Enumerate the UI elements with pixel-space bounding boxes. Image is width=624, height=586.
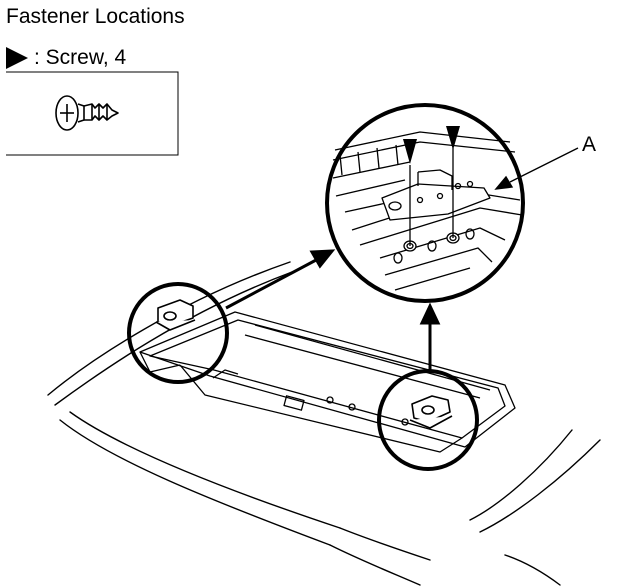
connection-arrows <box>225 249 441 372</box>
screw-arrows <box>403 126 460 164</box>
callout-label-a: A <box>582 133 597 156</box>
bracket-right <box>409 395 453 429</box>
fastener-legend: : Screw, 4 <box>6 45 126 71</box>
detail-circle-left <box>127 282 229 384</box>
filled-triangle-arrow-icon <box>6 47 28 69</box>
legend-box <box>6 71 179 156</box>
legend-text: : Screw, 4 <box>34 46 127 69</box>
detail-circle-magnified <box>325 103 525 303</box>
diagram-title: Fastener Locations <box>6 5 185 28</box>
screw-icon <box>55 95 119 131</box>
magnified-detail <box>332 131 523 291</box>
bracket-left <box>155 299 196 331</box>
vehicle-roof <box>47 261 601 586</box>
callout-a-leader <box>494 147 579 190</box>
detail-circle-right <box>377 369 479 471</box>
